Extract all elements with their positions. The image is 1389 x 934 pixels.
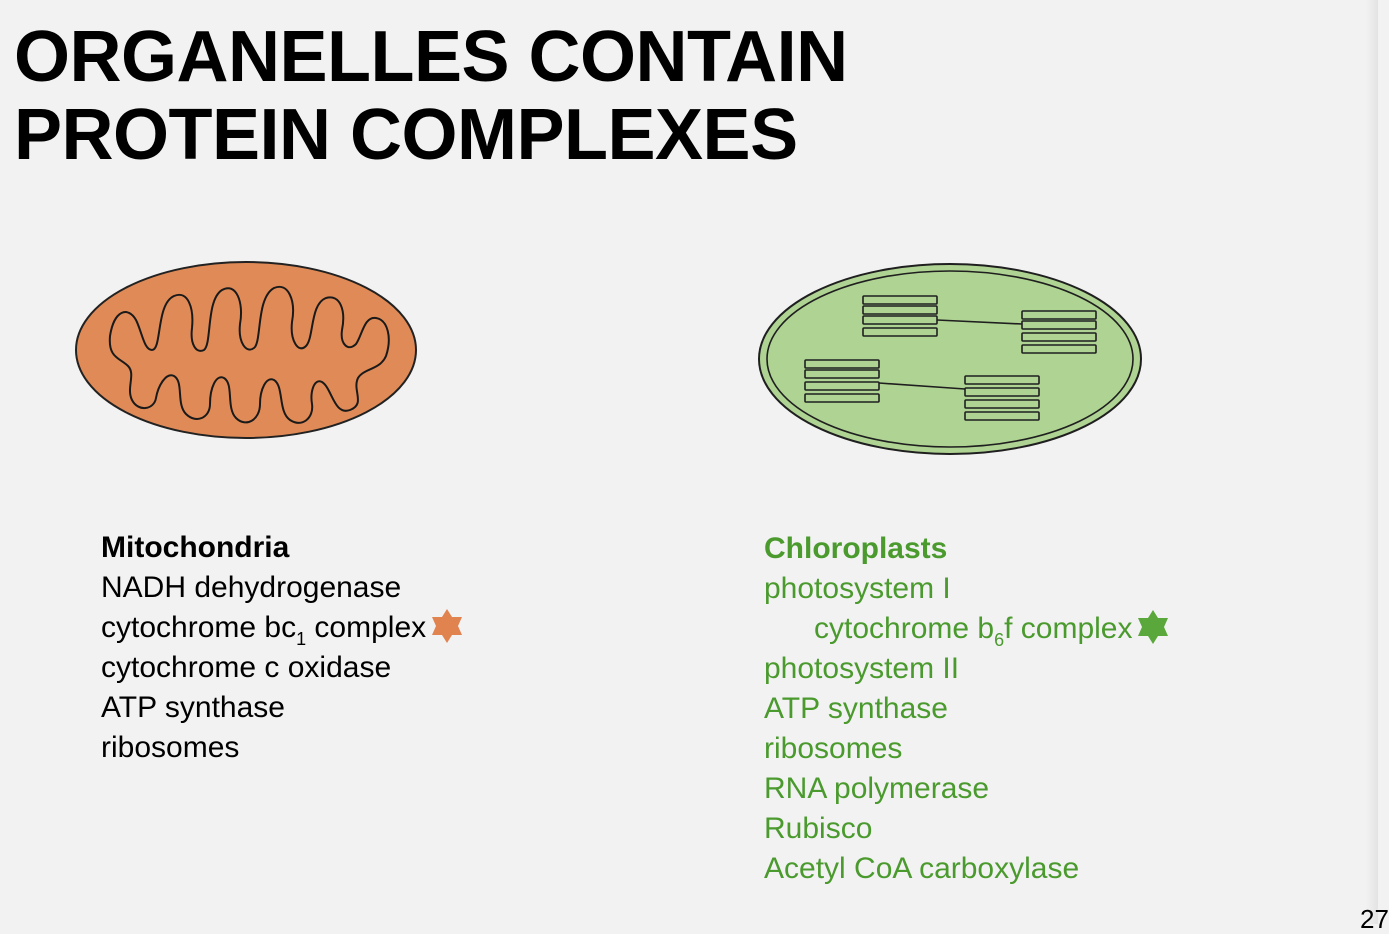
subscript: 1 bbox=[296, 629, 307, 649]
list-item: ribosomes bbox=[764, 732, 903, 765]
chloroplasts-heading: Chloroplasts bbox=[764, 532, 948, 565]
list-item: Acetyl CoA carboxylase bbox=[764, 852, 1080, 885]
mitochondrion-outer-membrane bbox=[75, 261, 417, 439]
list-item: ribosomes bbox=[101, 731, 240, 764]
item-text: complex bbox=[306, 611, 427, 644]
subscript: 6 bbox=[994, 630, 1005, 650]
mitochondria-heading: Mitochondria bbox=[101, 531, 290, 564]
chloroplast-outer-membrane bbox=[758, 263, 1142, 455]
item-text: cytochrome bc bbox=[101, 611, 297, 644]
list-item: cytochrome c oxidase bbox=[101, 651, 392, 684]
item-text: f complex bbox=[1004, 612, 1133, 645]
list-item-cytochrome-b6f: cytochrome b6f complex bbox=[764, 609, 1172, 650]
list-item: ATP synthase bbox=[764, 692, 948, 725]
slide-title-line-1: ORGANELLES CONTAIN bbox=[14, 17, 848, 97]
page-number: 27 bbox=[1360, 904, 1389, 934]
thylakoid-grana-bottom bbox=[804, 359, 1040, 421]
slide-title-line-2: PROTEIN COMPLEXES bbox=[14, 95, 798, 175]
green-star-icon bbox=[1138, 610, 1169, 645]
item-text: cytochrome b bbox=[814, 612, 995, 645]
list-item: NADH dehydrogenase bbox=[101, 571, 402, 604]
slide-edge-shadow bbox=[1366, 0, 1378, 924]
chloroplast-inner-membrane bbox=[766, 270, 1134, 448]
list-item-cytochrome-bc1: cytochrome bc1 complex bbox=[101, 608, 466, 649]
thylakoid-grana-top bbox=[862, 295, 1097, 354]
mitochondrion-illustration bbox=[75, 261, 417, 439]
slide-title: ORGANELLES CONTAIN PROTEIN COMPLEXES bbox=[14, 18, 848, 174]
list-item: ATP synthase bbox=[101, 691, 285, 724]
list-item: photosystem I bbox=[764, 572, 951, 605]
chloroplasts-list: Chloroplasts photosystem I cytochrome b6… bbox=[764, 529, 1172, 889]
list-item: RNA polymerase bbox=[764, 772, 990, 805]
mitochondria-list: Mitochondria NADH dehydrogenase cytochro… bbox=[101, 528, 466, 768]
orange-star-icon bbox=[432, 609, 463, 644]
mitochondrion-cristae bbox=[108, 285, 390, 424]
chloroplast-illustration bbox=[758, 263, 1142, 455]
list-item: photosystem II bbox=[764, 652, 960, 685]
list-item: Rubisco bbox=[764, 812, 873, 845]
